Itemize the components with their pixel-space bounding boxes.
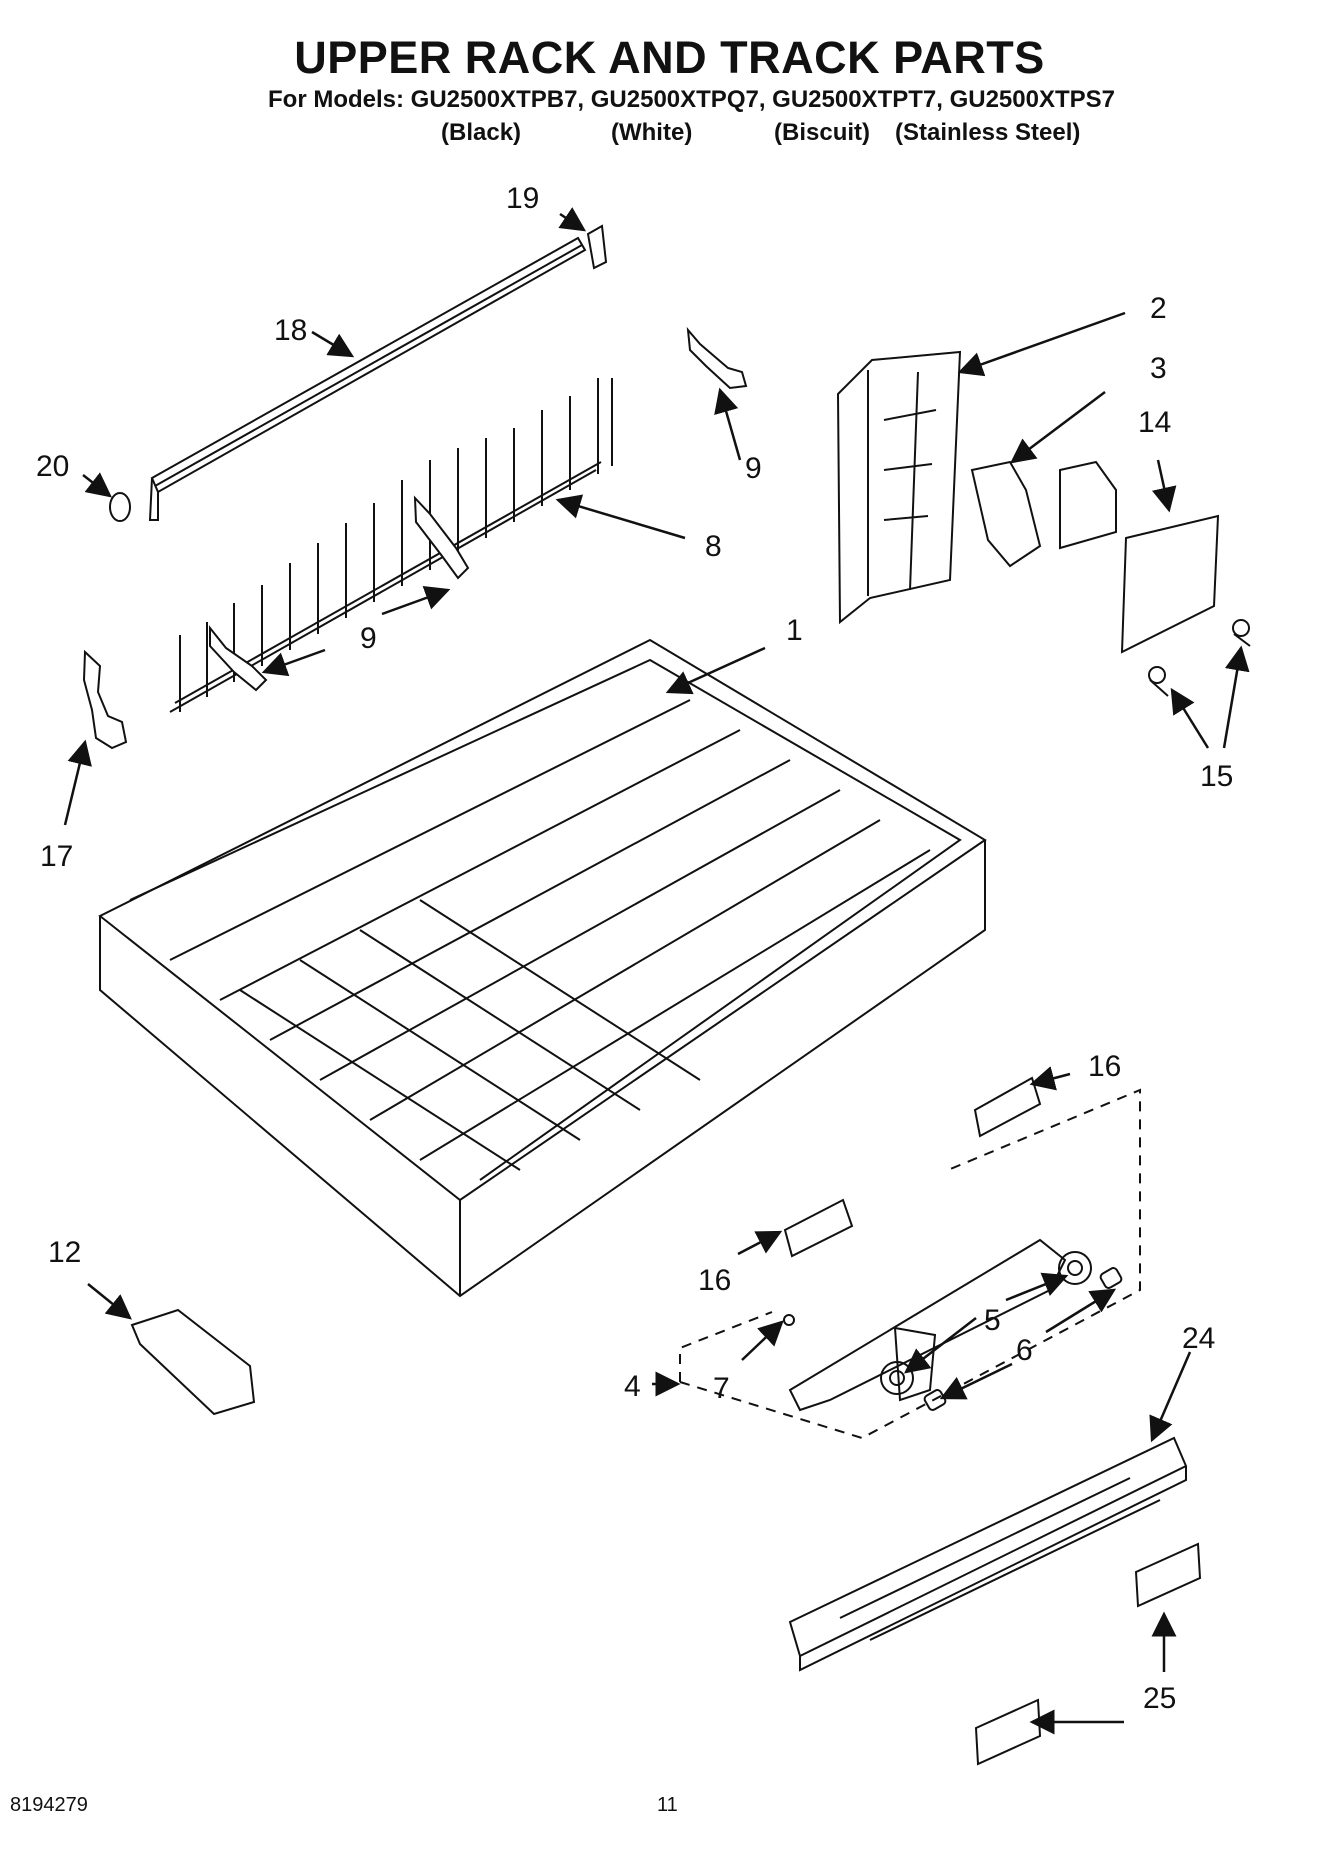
- variant-stainless-steel: (Stainless Steel): [895, 119, 1081, 146]
- callout-9-upper: 9: [745, 452, 762, 485]
- callout-3: 3: [1150, 352, 1167, 385]
- leader-5a: [1005, 1272, 1069, 1302]
- rail-screw: [783, 1314, 795, 1326]
- page-title: UPPER RACK AND TRACK PARTS: [294, 32, 1045, 83]
- rack-rail-assembly: [788, 1238, 1067, 1412]
- variant-black: (Black): [441, 119, 522, 146]
- leader-3: [1010, 391, 1106, 464]
- adjuster-screws: [1148, 619, 1251, 697]
- leader-9a: [714, 387, 742, 461]
- tine-clip-mid: [413, 495, 470, 580]
- upper-dishrack: [98, 638, 987, 1298]
- leader-18: [311, 330, 355, 358]
- leader-19: [558, 207, 587, 232]
- leader-15a: [1170, 687, 1210, 749]
- leader-5b: [904, 1317, 977, 1374]
- callout-8: 8: [705, 530, 722, 563]
- callout-2: 2: [1150, 292, 1167, 325]
- leader-6a: [1045, 1288, 1117, 1334]
- rack-bumper: [82, 649, 128, 750]
- leader-17: [63, 739, 92, 826]
- callout-7: 7: [713, 1372, 730, 1405]
- callout-1: 1: [786, 614, 803, 647]
- tray-clip-right: [1134, 1542, 1202, 1608]
- callout-12: 12: [48, 1236, 81, 1269]
- leader-2: [957, 311, 1126, 377]
- rack-wheels: [880, 1251, 1092, 1395]
- rack-track-rail: [148, 236, 587, 521]
- rail-end-clip: [586, 224, 608, 270]
- callout-20: 20: [36, 450, 69, 483]
- leader-7: [741, 1320, 784, 1361]
- callout-6: 6: [1016, 1334, 1033, 1367]
- models-line: For Models: GU2500XTPB7, GU2500XTPQ7, GU…: [268, 86, 1115, 113]
- callout-5: 5: [984, 1304, 1001, 1337]
- callout-14: 14: [1138, 406, 1171, 439]
- callout-18: 18: [274, 314, 307, 347]
- leader-12: [87, 1283, 132, 1320]
- leader-20: [82, 472, 112, 498]
- tine-clip-lower: [209, 625, 268, 692]
- callout-16-right: 16: [1088, 1050, 1121, 1083]
- callout-4: 4: [624, 1370, 641, 1403]
- variant-biscuit: (Biscuit): [774, 119, 870, 146]
- rack-adjuster-arm: [970, 460, 1117, 568]
- leader-6b: [939, 1362, 1013, 1400]
- cutlery-tray: [788, 1436, 1188, 1672]
- callout-19: 19: [506, 182, 539, 215]
- callout-24: 24: [1182, 1322, 1215, 1355]
- leader-1: [665, 646, 766, 695]
- track-stop-left: [783, 1198, 854, 1258]
- leader-9b: [381, 585, 451, 616]
- leader-14: [1151, 459, 1177, 513]
- callout-15: 15: [1200, 760, 1233, 793]
- tine-clip-upper: [686, 326, 748, 390]
- tray-clip-left: [974, 1698, 1042, 1766]
- leader-15b: [1222, 645, 1250, 749]
- page-number: 11: [657, 1794, 678, 1816]
- callout-9-lower: 9: [360, 622, 377, 655]
- adjuster-cover: [1120, 514, 1220, 654]
- rack-adjuster-housing: [836, 350, 962, 625]
- leader-16a: [1029, 1066, 1071, 1091]
- rack-slide-clip: [130, 1308, 256, 1416]
- callout-25: 25: [1143, 1682, 1176, 1715]
- leader-8: [555, 494, 686, 540]
- callout-17: 17: [40, 840, 73, 873]
- leader-16b: [737, 1230, 783, 1256]
- leader-24: [1149, 1351, 1192, 1443]
- leader-9c: [261, 648, 326, 677]
- doc-number: 8194279: [10, 1794, 88, 1816]
- rail-assembly-group-outline: [679, 1088, 1141, 1440]
- callout-16-left: 16: [698, 1264, 731, 1297]
- rail-end-cap: [109, 492, 131, 522]
- track-stop-right: [973, 1076, 1042, 1138]
- variant-white: (White): [611, 119, 693, 146]
